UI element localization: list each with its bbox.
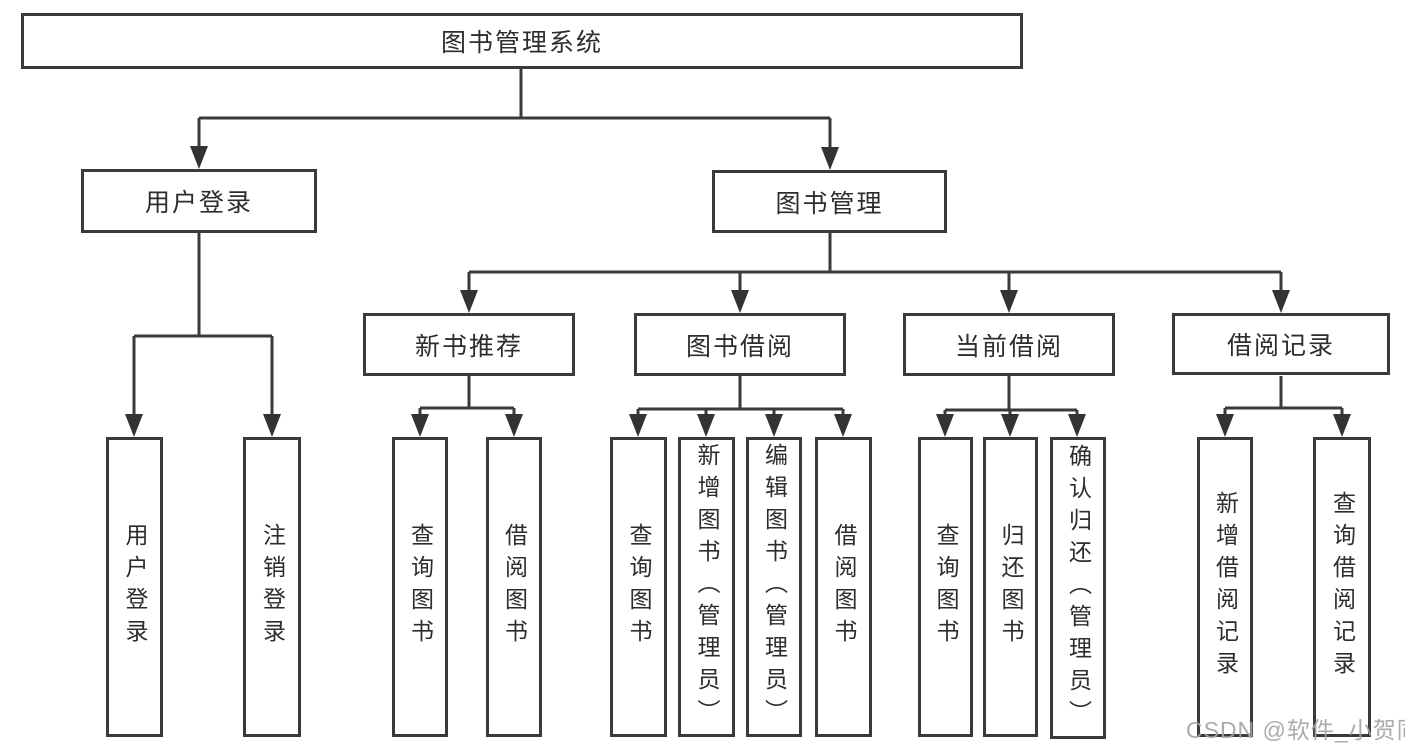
- leaf-edit-book-admin: 编辑图书（管理员）: [746, 437, 802, 737]
- node-book-management-label: 图书管理: [775, 189, 884, 218]
- leaf-query-books-borrowing: 查询图书: [610, 437, 667, 737]
- leaf-confirm-return-admin-label: 确认归还（管理员）: [1065, 444, 1092, 732]
- leaf-add-book-admin-label: 新增图书（管理员）: [694, 443, 720, 731]
- connector-lines: [132, 69, 1344, 417]
- leaf-query-books-recommend-label: 查询图书: [407, 523, 434, 651]
- leaf-query-books-current-label: 查询图书: [933, 523, 959, 651]
- leaf-edit-book-admin-label: 编辑图书（管理员）: [761, 443, 788, 731]
- node-current-borrowing-label: 当前借阅: [954, 332, 1063, 361]
- leaf-borrow-books-recommend: 借阅图书: [486, 437, 542, 737]
- node-root: 图书管理系统: [21, 13, 1023, 69]
- leaf-query-borrow-record: 查询借阅记录: [1313, 437, 1371, 737]
- leaf-user-login-label: 用户登录: [122, 523, 148, 651]
- leaf-query-books-borrowing-label: 查询图书: [626, 523, 652, 651]
- leaf-add-book-admin: 新增图书（管理员）: [678, 437, 735, 737]
- leaf-logout-label: 注销登录: [259, 523, 286, 651]
- leaf-add-borrow-record-label: 新增借阅记录: [1212, 491, 1239, 683]
- leaf-borrow-books-recommend-label: 借阅图书: [501, 523, 528, 651]
- leaf-logout: 注销登录: [243, 437, 301, 737]
- leaf-query-borrow-record-label: 查询借阅记录: [1329, 491, 1356, 683]
- leaf-return-book-label: 归还图书: [998, 523, 1024, 651]
- node-current-borrowing: 当前借阅: [903, 313, 1115, 376]
- node-user-login-label: 用户登录: [144, 189, 253, 217]
- node-book-borrowing: 图书借阅: [634, 313, 846, 376]
- leaf-confirm-return-admin: 确认归还（管理员）: [1050, 437, 1106, 739]
- csdn-watermark: CSDN @软件_小贺同学: [1186, 717, 1405, 743]
- leaf-query-books-current: 查询图书: [918, 437, 973, 737]
- node-borrowing-records-label: 借阅记录: [1226, 332, 1335, 360]
- arrowheads: [125, 146, 1351, 437]
- node-book-borrowing-label: 图书借阅: [685, 332, 794, 361]
- leaf-user-login: 用户登录: [106, 437, 163, 737]
- leaf-query-books-recommend: 查询图书: [392, 437, 448, 737]
- node-borrowing-records: 借阅记录: [1172, 313, 1390, 375]
- node-root-label: 图书管理系统: [440, 29, 603, 57]
- node-new-book-recommend-label: 新书推荐: [414, 332, 523, 361]
- leaf-borrow-books-label: 借阅图书: [831, 523, 857, 651]
- node-book-management: 图书管理: [712, 170, 947, 233]
- leaf-borrow-books: 借阅图书: [815, 437, 872, 737]
- leaf-return-book: 归还图书: [983, 437, 1038, 737]
- leaf-add-borrow-record: 新增借阅记录: [1197, 437, 1253, 737]
- node-new-book-recommend: 新书推荐: [363, 313, 575, 376]
- node-user-login: 用户登录: [81, 169, 317, 233]
